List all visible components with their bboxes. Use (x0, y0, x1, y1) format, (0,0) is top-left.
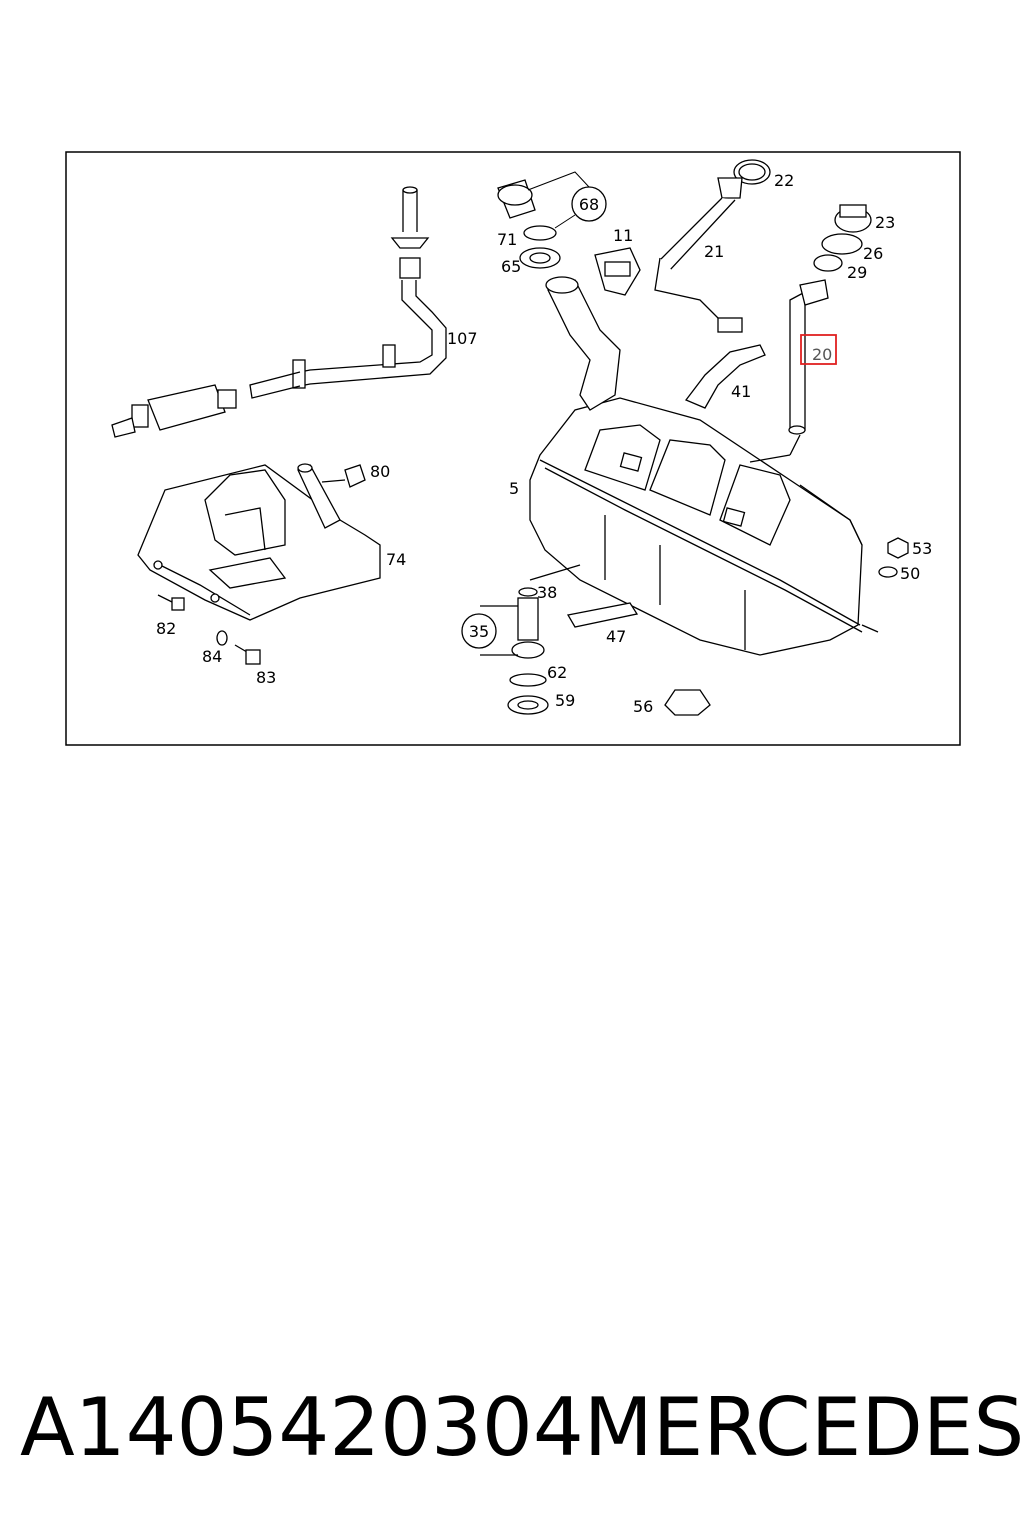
rubber-grommet-80 (321, 464, 366, 488)
label-26: 26 (863, 244, 883, 263)
label-35: 35 (469, 622, 489, 641)
label-29: 29 (847, 263, 867, 282)
label-50: 50 (900, 564, 920, 583)
drain-assembly (480, 564, 581, 715)
label-21: 21 (704, 242, 724, 261)
washer-50 (878, 566, 898, 578)
label-62: 62 (547, 663, 567, 682)
fuel-line (249, 186, 447, 399)
label-20: 20 (812, 345, 832, 364)
label-53: 53 (912, 539, 932, 558)
label-80: 80 (370, 462, 390, 481)
label-74: 74 (386, 550, 406, 569)
seal-ring-26 (821, 233, 863, 255)
label-56: 56 (633, 697, 653, 716)
parts-diagram: 68 35 22 23 26 29 21 11 71 65 107 20 41 … (65, 151, 961, 746)
callout-35: 35 (461, 613, 497, 649)
label-68: 68 (579, 195, 599, 214)
cap-23 (834, 204, 872, 233)
fuel-tank (529, 397, 879, 656)
caption: A1405420304 MERCEDES (20, 1372, 1024, 1482)
diagram-frame (65, 151, 961, 746)
label-82: 82 (156, 619, 176, 638)
grommet-56 (664, 689, 711, 716)
label-38: 38 (537, 583, 557, 602)
nut-53 (887, 537, 909, 559)
label-107: 107 (447, 329, 478, 348)
level-sender (654, 159, 771, 333)
brand-name: MERCEDES (583, 1380, 1024, 1474)
label-11: 11 (613, 226, 633, 245)
label-59: 59 (555, 691, 575, 710)
screw-82 (157, 594, 185, 611)
label-83: 83 (256, 668, 276, 687)
pad-47 (566, 602, 639, 628)
label-65: 65 (501, 257, 521, 276)
sender-flange-11 (594, 247, 641, 296)
callout-68: 68 (527, 171, 607, 229)
fuel-filter (111, 384, 237, 438)
filler-cap-68 (497, 179, 561, 269)
washer-84 (216, 630, 228, 646)
label-84: 84 (202, 647, 222, 666)
skid-plate (137, 463, 381, 621)
label-22: 22 (774, 171, 794, 190)
label-71: 71 (497, 230, 517, 249)
screw-83 (234, 644, 261, 665)
label-5: 5 (509, 479, 519, 498)
seal-ring-29 (813, 254, 843, 272)
label-47: 47 (606, 627, 626, 646)
suction-pipe (749, 279, 829, 463)
tank-strap-41 (684, 344, 766, 409)
label-23: 23 (875, 213, 895, 232)
label-41: 41 (731, 382, 751, 401)
part-number: A1405420304 (20, 1380, 584, 1474)
filler-neck (545, 276, 621, 411)
highlight-box-20 (800, 334, 837, 365)
